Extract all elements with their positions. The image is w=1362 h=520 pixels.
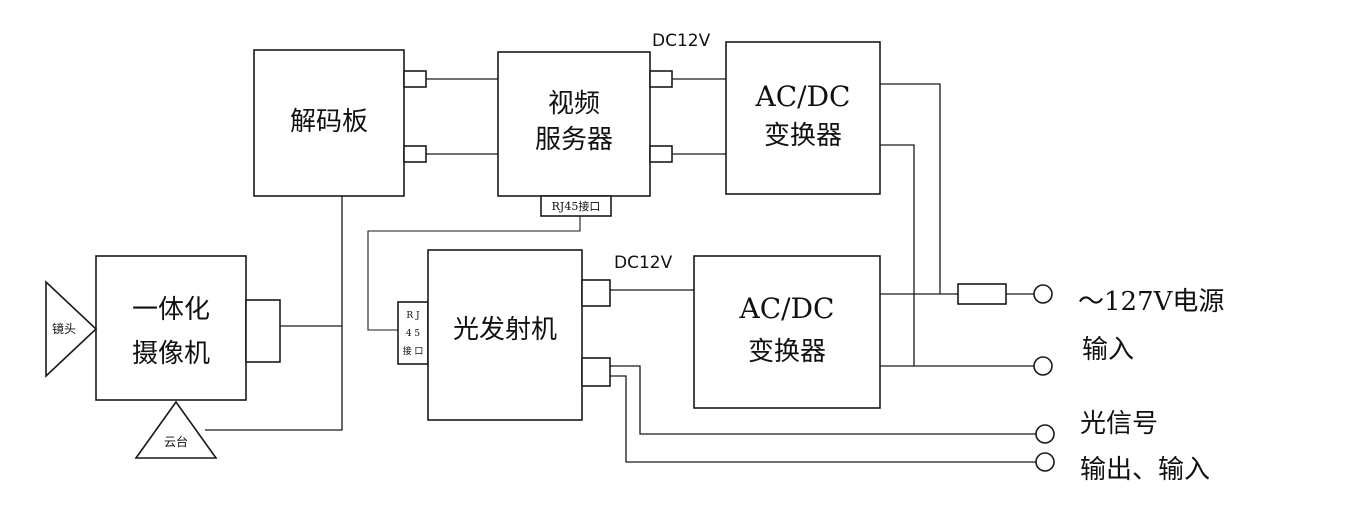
optical-signal-label-1: 光信号	[1080, 409, 1158, 439]
lens-label: 镜头	[52, 321, 76, 336]
rj45-side-label-1: R J	[406, 311, 420, 321]
power-input-label-2: 输入	[1082, 335, 1134, 365]
optical-transmitter	[427, 249, 583, 421]
power-terminal-1	[1033, 284, 1053, 304]
server-port-bottom	[649, 145, 673, 163]
power-input-label-1: ～127V电源	[1078, 287, 1224, 317]
video-server	[497, 51, 651, 197]
lens	[45, 280, 98, 378]
optical-terminal-1	[1035, 424, 1055, 444]
camera-label-2: 摄像机	[132, 339, 210, 369]
wire-rj45-link	[367, 216, 581, 331]
integrated-camera	[95, 255, 247, 401]
rj45-port-top-label: RJ45接口	[552, 200, 601, 213]
wire-fiber-in	[610, 375, 1036, 463]
tx-port-power	[581, 279, 611, 307]
decoder-port-top	[403, 70, 427, 88]
video-server-label-2: 服务器	[535, 125, 613, 155]
fuse	[957, 283, 1007, 305]
camera-connector	[245, 299, 281, 363]
power-terminal-2	[1033, 356, 1053, 376]
acdc-converter-bottom	[693, 255, 881, 409]
tx-port-fiber	[581, 357, 611, 387]
optical-signal-label-2: 输出、输入	[1080, 455, 1210, 485]
camera-label-1: 一体化	[132, 295, 210, 325]
wire-pantilt-decoder	[205, 326, 343, 431]
acdc-top-label-2: 变换器	[764, 121, 842, 151]
wire-acdc-top-mains-2	[880, 144, 915, 366]
wire-acdc-top-mains-1	[880, 83, 941, 294]
acdc-bottom-label-1: AC/DC	[739, 292, 835, 325]
optical-terminal-2	[1035, 452, 1055, 472]
decoder-port-bottom	[403, 145, 427, 163]
rj45-port-top	[540, 195, 612, 217]
rj45-side-label-3: 接 口	[403, 345, 424, 357]
wire-fiber-out	[610, 365, 1036, 435]
decoder-label: 解码板	[290, 107, 368, 137]
rj45-side-label-2: 4 5	[406, 329, 421, 339]
acdc-bottom-label-2: 变换器	[748, 337, 826, 367]
video-server-label-1: 视频	[548, 89, 600, 119]
optical-tx-label: 光发射机	[453, 315, 557, 345]
dc12v-top-label: DC12V	[652, 31, 711, 51]
acdc-converter-top	[725, 41, 881, 195]
dc12v-bottom-label: DC12V	[614, 253, 673, 273]
pan-tilt-label: 云台	[164, 434, 188, 449]
acdc-top-label-1: AC/DC	[755, 80, 851, 113]
wire-camera-decoder	[280, 196, 343, 327]
pan-tilt	[134, 400, 218, 459]
decoder-board	[253, 49, 405, 197]
server-port-top	[649, 70, 673, 88]
